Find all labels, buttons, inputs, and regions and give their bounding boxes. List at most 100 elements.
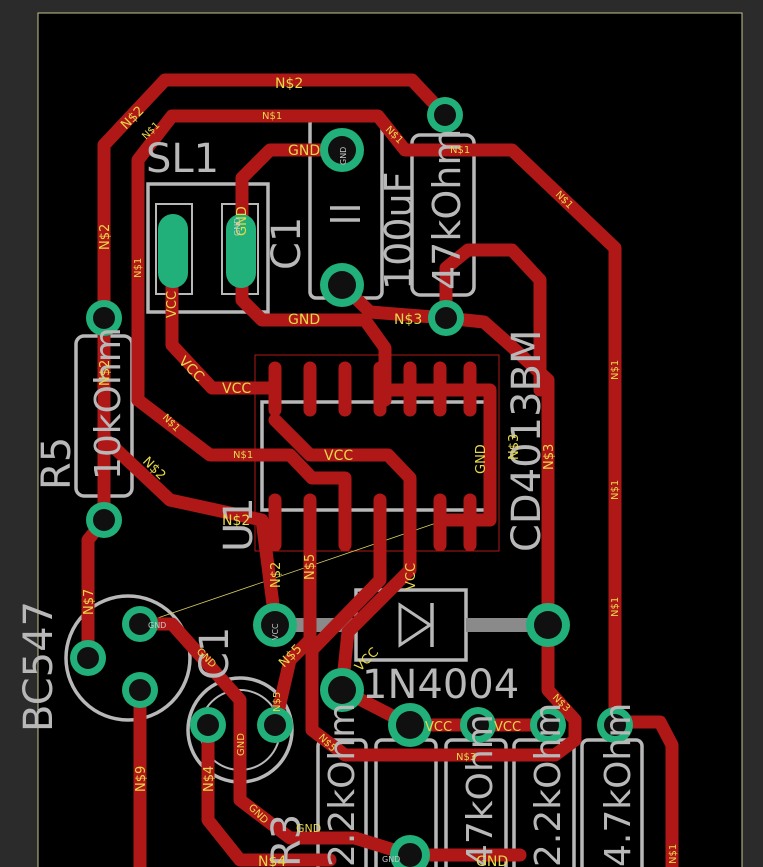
- pad-label: VCC: [271, 623, 280, 640]
- pad-labels: GND GND VCC GND GND: [148, 147, 400, 864]
- net-label-vcc: VCC: [324, 448, 353, 464]
- airwire: [139, 519, 446, 625]
- net-label-n7: N$7: [82, 589, 97, 615]
- label-r3: R3: [264, 814, 310, 867]
- label-r-top: 47kOhm: [425, 129, 469, 290]
- trace-gnd-mid: [235, 247, 392, 407]
- label-r5-value: 10kOhm: [88, 327, 129, 480]
- net-label-n3: N$3: [394, 312, 422, 328]
- label-c1-lower: C1: [192, 627, 238, 680]
- trace-vcc-mid: [268, 413, 417, 697]
- via-pad: [122, 672, 158, 708]
- net-label-n2: N$2: [98, 224, 113, 250]
- via-pad: [320, 263, 364, 307]
- net-label-gnd: GND: [296, 822, 321, 835]
- sl1-pad-2: [226, 214, 256, 288]
- label-r-b3: 4.7kOhm: [598, 703, 639, 867]
- net-label-n1: N$1: [610, 480, 621, 500]
- net-label-n1: N$1: [610, 360, 621, 380]
- pad-label: GND: [148, 621, 166, 630]
- net-label-vcc: VCC: [165, 291, 180, 318]
- trace-n1-right: [608, 715, 679, 867]
- net-label-gnd: GND: [474, 444, 489, 474]
- net-label-n5: N$5: [303, 554, 318, 580]
- diode-symbol: [398, 602, 433, 648]
- via-pad: [86, 300, 122, 336]
- pad-label: GND: [339, 147, 348, 165]
- sl1-pad-1: [158, 214, 188, 288]
- trace-n1-loop: [131, 109, 622, 729]
- via-pad: [530, 707, 566, 743]
- net-label-n1: N$1: [610, 597, 621, 617]
- net-label-n9: N$9: [134, 766, 149, 792]
- pad-label: GND: [382, 855, 400, 864]
- pad-label: GND: [233, 218, 242, 236]
- net-label-gnd: GND: [288, 143, 320, 159]
- via-pad: [253, 603, 297, 647]
- label-r5: R5: [34, 437, 80, 490]
- trace-n5b: [305, 538, 582, 762]
- via-pad: [70, 640, 106, 676]
- net-label-n2: N$2: [269, 562, 284, 588]
- trace-n5: [268, 538, 317, 732]
- label-diode: 1N4004: [362, 662, 519, 708]
- trace-vcc-left: [165, 247, 282, 395]
- net-label-vcc: VCC: [222, 381, 251, 397]
- via-pad: [526, 603, 570, 647]
- net-label-n2: N$2: [98, 360, 113, 386]
- via-pad: [390, 835, 430, 867]
- trace-n3: [439, 243, 547, 397]
- net-label-n5: N$5: [272, 692, 283, 712]
- net-label-vcc: VCC: [425, 720, 452, 735]
- net-label-gnd: GND: [236, 733, 247, 756]
- part-labels: SL1 C1 100uF 47kOhm R5 10kOhm U1 CD4013B…: [16, 129, 639, 867]
- net-label-n1: N$1: [450, 145, 470, 156]
- label-c1: C1: [264, 217, 310, 270]
- via-pad: [428, 300, 464, 336]
- via-pad: [190, 707, 226, 743]
- label-u1: U1: [216, 497, 262, 552]
- via-pad: [320, 668, 364, 712]
- r3-outline: [316, 738, 368, 867]
- net-label-n3: N$3: [542, 444, 557, 470]
- label-r3-value: 2.2kOhm: [322, 703, 363, 867]
- trace-n3-b: [439, 311, 555, 632]
- via-pad: [257, 707, 293, 743]
- via-pad: [122, 606, 158, 642]
- trace-n3-low: [541, 618, 582, 747]
- net-label-n1: N$1: [133, 258, 144, 278]
- via-pad: [597, 707, 633, 743]
- label-r-b1: 47kOhm: [460, 714, 501, 867]
- net-label-n2: N$2: [275, 76, 303, 92]
- sl1-outline: [146, 182, 270, 314]
- net-label-n4: N$4: [258, 854, 286, 867]
- label-c1-value: 100uF: [377, 172, 421, 290]
- net-label-n3: N$3: [507, 434, 522, 460]
- label-r-b2: 2.2kOhm: [528, 703, 569, 867]
- trace-n1-left: [131, 393, 352, 527]
- net-label-gnd: GND: [476, 854, 508, 867]
- net-label-vcc: VCC: [404, 563, 419, 590]
- net-label-n1: N$1: [668, 844, 679, 864]
- net-label-vcc: VCC: [494, 720, 521, 735]
- bc547-outline: [64, 594, 192, 722]
- via-pad: [388, 703, 432, 747]
- net-label-n2: N$2: [222, 513, 250, 529]
- net-label-n3: N$3: [456, 752, 476, 763]
- via-pad: [86, 502, 122, 538]
- net-label-n1: N$1: [233, 450, 253, 461]
- smd-pads: [158, 214, 256, 288]
- vias-layer: [70, 97, 633, 867]
- trace-n2-outer: [97, 73, 452, 325]
- net-label-n1: N$1: [262, 111, 282, 122]
- traces-layer: [81, 73, 679, 867]
- net-label-gnd: GND: [288, 312, 320, 328]
- label-sl1: SL1: [146, 136, 219, 182]
- trace-n4: [201, 718, 337, 867]
- net-label-gnd: GND: [235, 206, 250, 236]
- label-bc547: BC547: [16, 601, 62, 732]
- net-label-n4: N$4: [202, 766, 217, 792]
- via-pad: [427, 97, 463, 133]
- via-pad: [320, 128, 364, 172]
